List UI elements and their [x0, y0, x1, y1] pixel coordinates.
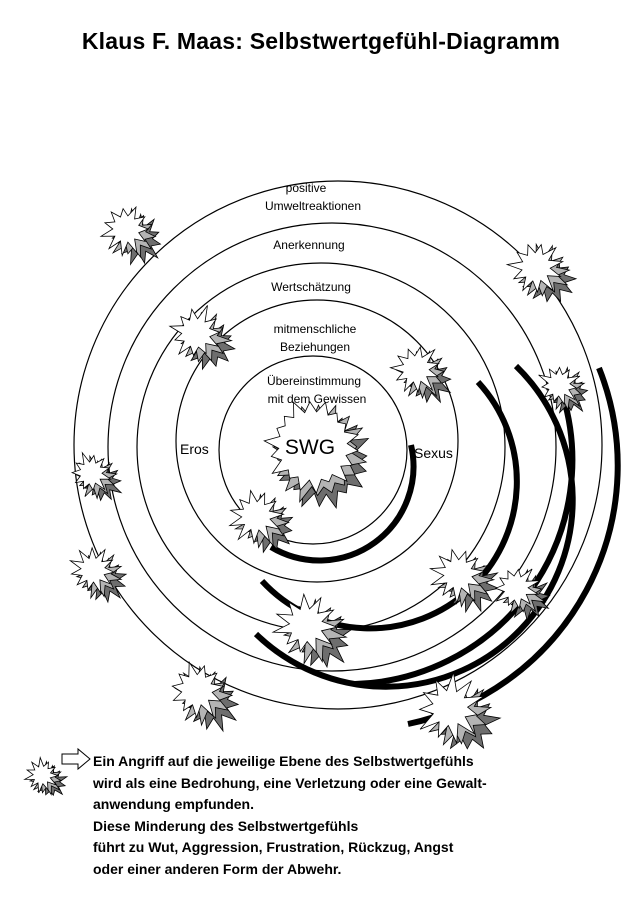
threat-burst-icon — [538, 366, 589, 414]
threat-burst-icon — [99, 205, 162, 266]
threat-burst-icon — [418, 670, 502, 750]
eros-label: Eros — [180, 441, 209, 457]
burst-face — [418, 670, 486, 745]
threat-burst-icon — [263, 400, 370, 509]
legend-text: Ein Angriff auf die jeweilige Ebene des … — [93, 751, 613, 880]
burst-face — [263, 400, 360, 495]
burst-face — [70, 451, 112, 492]
threat-burst-icon — [70, 451, 123, 502]
diagram-title: Klaus F. Maas: Selbstwertgefühl-Diagramm — [81, 28, 561, 54]
threat-burst-icon — [428, 548, 500, 614]
ring1-circle — [73, 180, 603, 710]
ring5-label-line2: mit dem Gewissen — [268, 392, 367, 406]
ring5-shadow-arc — [269, 444, 417, 564]
ring1-label-line1: positive — [286, 181, 327, 195]
burst-face — [538, 366, 581, 406]
legend-line-3: anwendung empfunden. — [93, 796, 254, 812]
burst-face — [99, 205, 150, 258]
ring5-label-line1: Übereinstimmung — [267, 374, 361, 388]
burst-face — [271, 592, 339, 654]
threat-burst-group: SWG — [23, 205, 589, 797]
burst-face — [23, 755, 60, 794]
burst-face — [428, 548, 486, 605]
threat-burst-icon — [494, 568, 551, 622]
threat-burst-icon — [389, 345, 452, 404]
ring3-shadow-arc — [253, 363, 576, 690]
threat-burst-icon — [228, 489, 294, 554]
ring1-label-line2: Umweltreaktionen — [265, 199, 361, 213]
legend-line-2: wird als eine Bedrohung, eine Verletzung… — [93, 774, 487, 791]
ring4-label-line2: Beziehungen — [280, 340, 350, 354]
legend-line-1: Ein Angriff auf die jeweilige Ebene des … — [93, 753, 474, 769]
ring3-label: Wertschätzung — [271, 280, 351, 294]
legend-line-4: Diese Minderung des Selbstwertgefühls — [93, 817, 359, 834]
ring2-shadow-arc — [354, 395, 576, 687]
ring1-shadow-arc — [407, 366, 621, 727]
threat-burst-icon — [168, 305, 236, 371]
legend-arrow-icon — [61, 747, 91, 771]
threat-burst-icon — [23, 755, 69, 797]
threat-burst-icon — [271, 592, 353, 669]
burst-face — [168, 305, 221, 357]
burst-face — [494, 568, 541, 610]
threat-burst-icon — [171, 660, 240, 733]
ring2-circle — [107, 222, 557, 672]
burst-face — [228, 489, 285, 545]
threat-burst-icon — [505, 242, 578, 303]
legend-line-5: führt zu Wut, Aggression, Frustration, R… — [93, 839, 454, 855]
threat-burst-icon — [68, 546, 128, 604]
ring4-circle — [175, 299, 459, 583]
burst-face — [389, 345, 440, 394]
core-swg-label: SWG — [285, 436, 335, 459]
ring5-circle — [218, 355, 408, 545]
sexus-label: Sexus — [414, 445, 453, 461]
legend-line-6: oder einer anderen Form der Abwehr. — [93, 860, 342, 877]
ring4-label-line1: mitmenschliche — [274, 322, 357, 336]
burst-face — [68, 546, 116, 595]
burst-face — [505, 243, 565, 294]
burst-face — [171, 660, 225, 719]
concentric-rings — [73, 180, 603, 710]
ring2-label: Anerkennung — [273, 238, 344, 252]
